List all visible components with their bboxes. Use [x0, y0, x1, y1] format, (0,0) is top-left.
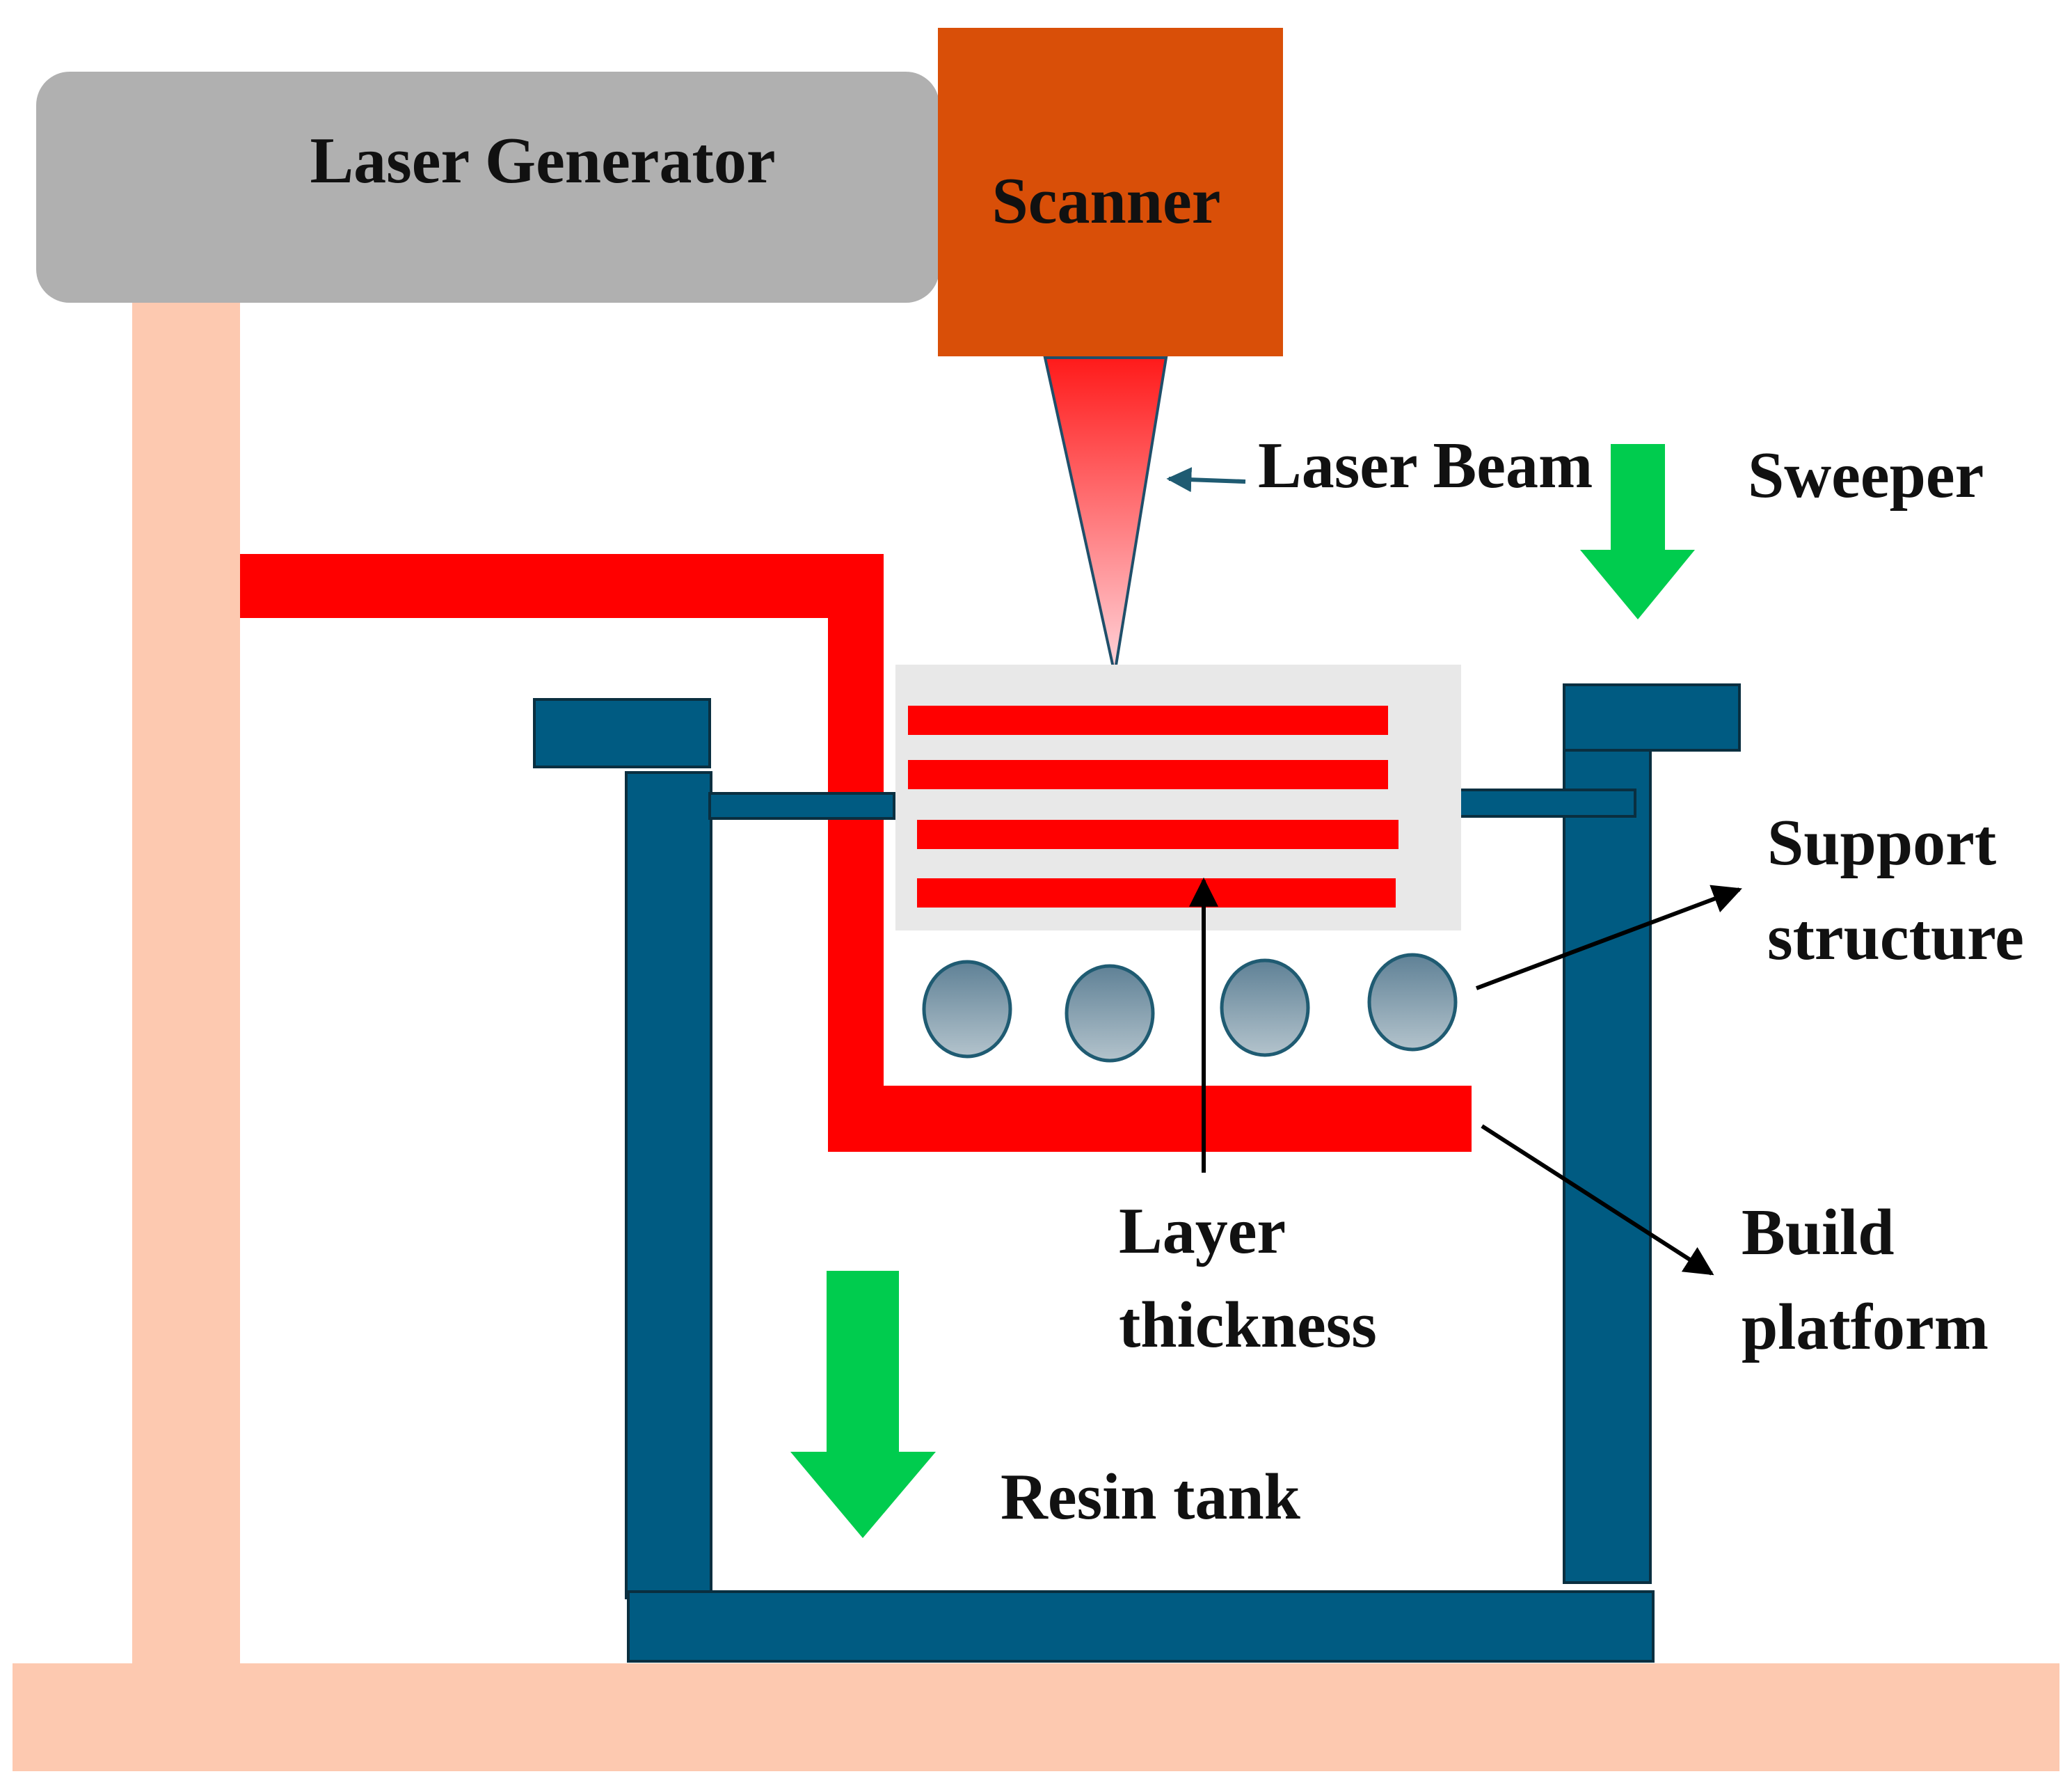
tank-right-lip: [1563, 683, 1741, 752]
frame-base: [13, 1663, 2059, 1771]
laser-beam-label: Laser Beam: [1258, 429, 1593, 502]
support-ball: [922, 960, 1012, 1059]
resin-tank-label: Resin tank: [1001, 1461, 1301, 1533]
build-platform-label-line2: platform: [1742, 1291, 1989, 1363]
support-ball: [1367, 953, 1458, 1052]
printed-layer: [908, 706, 1388, 735]
sweeper-label: Sweeper: [1748, 439, 1984, 512]
printed-layer: [908, 760, 1388, 789]
sweeper-down-arrow-icon: [1580, 444, 1695, 619]
frame-post: [132, 299, 240, 1667]
tank-bottom: [627, 1590, 1655, 1663]
resin-tank-down-arrow-icon: [790, 1271, 936, 1538]
laser-generator-box: [36, 72, 939, 303]
support-ball: [1220, 958, 1310, 1057]
tank-left-wall: [625, 771, 712, 1599]
tank-left-lip: [533, 698, 711, 768]
left-platform-arm: [708, 792, 895, 820]
printed-layer: [917, 878, 1396, 908]
printed-layers: [908, 706, 1398, 908]
beam-path: [240, 554, 1472, 1152]
layer-thickness-label-line1: Layer: [1119, 1195, 1286, 1267]
support-structure-label-line1: Support: [1767, 807, 1996, 879]
tank-right-wall: [1563, 749, 1652, 1584]
laser-generator-label: Laser Generator: [310, 125, 775, 197]
layer-thickness-label-line2: thickness: [1119, 1289, 1377, 1361]
build-platform-pointer-arrow: [1481, 1124, 1714, 1276]
support-structure-label-line2: structure: [1767, 901, 2024, 974]
laser-beam-cone: [1043, 356, 1168, 674]
printed-layer: [917, 820, 1398, 849]
scanner-box: [938, 28, 1283, 356]
support-ball: [1065, 964, 1155, 1063]
right-platform-arm: [1451, 789, 1636, 818]
build-platform-label-line1: Build: [1742, 1196, 1895, 1269]
support-structure: [922, 953, 1458, 1063]
scanner-label: Scanner: [992, 165, 1221, 237]
support-structure-pointer-arrow: [1475, 885, 1742, 990]
laser-beam-pointer-arrow: [1166, 467, 1246, 493]
